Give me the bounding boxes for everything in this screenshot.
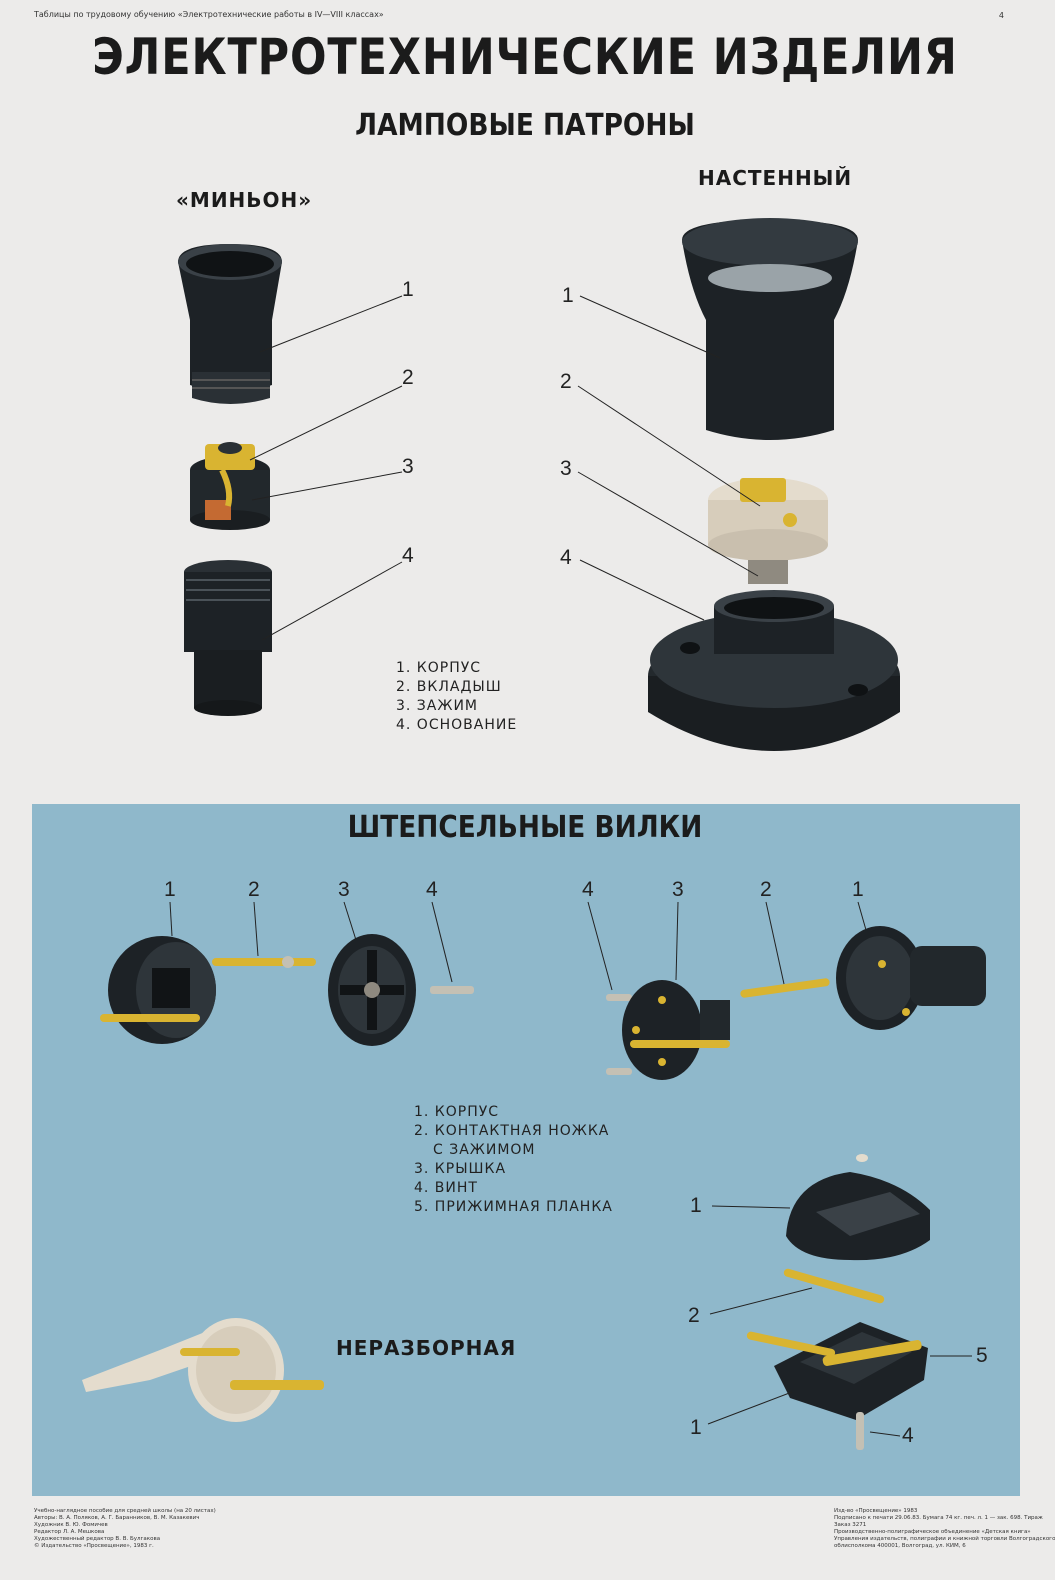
legend-item: 2. КОНТАКТНАЯ НОЖКА	[414, 1123, 610, 1139]
footer-line: Авторы: В. А. Поляков, А. Г. Баранников,…	[34, 1515, 200, 1521]
right-plug-screw-illustration	[606, 1068, 632, 1075]
right-plug-callout-1: 1	[852, 878, 864, 901]
footer-line: Художник В. Ю. Фомичев	[34, 1522, 108, 1528]
footer-line: Заказ 3271	[834, 1522, 867, 1528]
footer-line: облисполкома 400001, Волгоград, ул. КИМ,…	[834, 1543, 966, 1549]
exploded-callout-1-top: 1	[690, 1194, 702, 1217]
right-plug-body-illustration	[836, 926, 986, 1030]
exploded-plug-base-illustration	[746, 1322, 928, 1420]
footer-line: Редактор Л. А. Мешкова	[34, 1529, 105, 1535]
plugs-title: ШТЕПСЕЛЬНЫЕ ВИЛКИ	[347, 810, 703, 845]
exploded-plug-screw-illustration	[856, 1412, 864, 1450]
right-plug-callout-2: 2	[760, 878, 772, 901]
wall-holder-body-illustration	[682, 218, 858, 440]
page-number: 4	[998, 11, 1004, 20]
left-plug-callout-1: 1	[164, 878, 176, 901]
left-plug-callout-3: 3	[338, 878, 350, 901]
left-plug-body-illustration	[100, 936, 216, 1044]
plugs-illustration	[82, 901, 986, 1450]
wall-holder-label: НАСТЕННЫЙ	[698, 166, 853, 190]
exploded-callout-4: 4	[902, 1424, 914, 1447]
legend-item: 3. ЗАЖИМ	[396, 698, 478, 714]
left-plug-callout-2: 2	[248, 878, 260, 901]
right-plug-pin-illustration	[740, 978, 830, 998]
plugs-legend: 1. КОРПУС 2. КОНТАКТНАЯ НОЖКА С ЗАЖИМОМ …	[414, 1104, 613, 1218]
footer-line: © Издательство «Просвещение», 1983 г.	[34, 1543, 154, 1549]
footer-line: Производственно-полиграфическое объедине…	[834, 1529, 1031, 1535]
right-plug-cover-illustration	[622, 980, 730, 1080]
minion-callout-4: 4	[402, 544, 414, 567]
legend-item: 2. ВКЛАДЫШ	[396, 679, 502, 695]
wall-holder-insert-illustration	[708, 478, 828, 584]
legend-item: 1. КОРПУС	[396, 660, 482, 676]
minion-callout-2: 2	[402, 366, 414, 389]
minion-base-illustration	[184, 560, 272, 716]
header-note: Таблицы по трудовому обучению «Электроте…	[34, 10, 384, 19]
wall-callout-4: 4	[560, 546, 572, 569]
lamp-holders-legend: 1. КОРПУС 2. ВКЛАДЫШ 3. ЗАЖИМ 4. ОСНОВАН…	[396, 660, 517, 736]
left-plug-cover-illustration	[328, 934, 416, 1046]
minion-callout-3: 3	[402, 455, 414, 478]
exploded-callout-5: 5	[976, 1344, 988, 1367]
right-plug-callout-3: 3	[672, 878, 684, 901]
left-plug-callout-4: 4	[426, 878, 438, 901]
right-plug-callout-4: 4	[582, 878, 594, 901]
legend-item: 4. ОСНОВАНИЕ	[396, 717, 518, 733]
lamp-holders-title: ЛАМПОВЫЕ ПАТРОНЫ	[355, 108, 695, 143]
exploded-callout-1-bottom: 1	[690, 1416, 702, 1439]
right-plug-screw-illustration	[606, 994, 632, 1001]
page-title: ЭЛЕКТРОТЕХНИЧЕСКИЕ ИЗДЕЛИЯ	[92, 28, 958, 86]
left-plug-screw-illustration	[430, 986, 474, 994]
wall-callout-3: 3	[560, 457, 572, 480]
legend-item: 1. КОРПУС	[414, 1104, 500, 1120]
minion-label: «МИНЬОН»	[176, 188, 313, 212]
legend-item: 4. ВИНТ	[414, 1180, 478, 1196]
footer-line: Художественный редактор В. В. Булгакова	[34, 1536, 161, 1542]
minion-body-illustration	[178, 244, 282, 404]
footer-line: Подписано к печати 29.06.83. Бумага 74 к…	[834, 1515, 1043, 1521]
non-separable-label: НЕРАЗБОРНАЯ	[336, 1336, 517, 1360]
exploded-callout-2: 2	[688, 1304, 700, 1327]
lamp-holders-illustration	[178, 218, 900, 751]
legend-item: 3. КРЫШКА	[414, 1161, 507, 1177]
legend-item: 5. ПРИЖИМНАЯ ПЛАНКА	[414, 1199, 613, 1215]
footer-left: Учебно-наглядное пособие для средней шко…	[34, 1508, 216, 1550]
wall-callout-1: 1	[562, 284, 574, 307]
minion-callout-1: 1	[402, 278, 414, 301]
left-plug-pin-illustration	[212, 958, 316, 966]
exploded-plug-top-illustration	[786, 1154, 930, 1261]
footer-line: Изд-во «Просвещение» 1983	[834, 1508, 918, 1514]
minion-insert-illustration	[190, 442, 270, 530]
exploded-plug-pin-illustration	[783, 1268, 885, 1304]
wall-holder-base-illustration	[648, 590, 900, 751]
non-separable-plug-illustration	[82, 1318, 324, 1422]
legend-item: С ЗАЖИМОМ	[433, 1142, 536, 1158]
wall-callout-2: 2	[560, 370, 572, 393]
footer-right: Изд-во «Просвещение» 1983 Подписано к пе…	[834, 1508, 1055, 1550]
footer-line: Управления издательств, полиграфии и кни…	[834, 1536, 1055, 1542]
footer-line: Учебно-наглядное пособие для средней шко…	[34, 1508, 216, 1514]
